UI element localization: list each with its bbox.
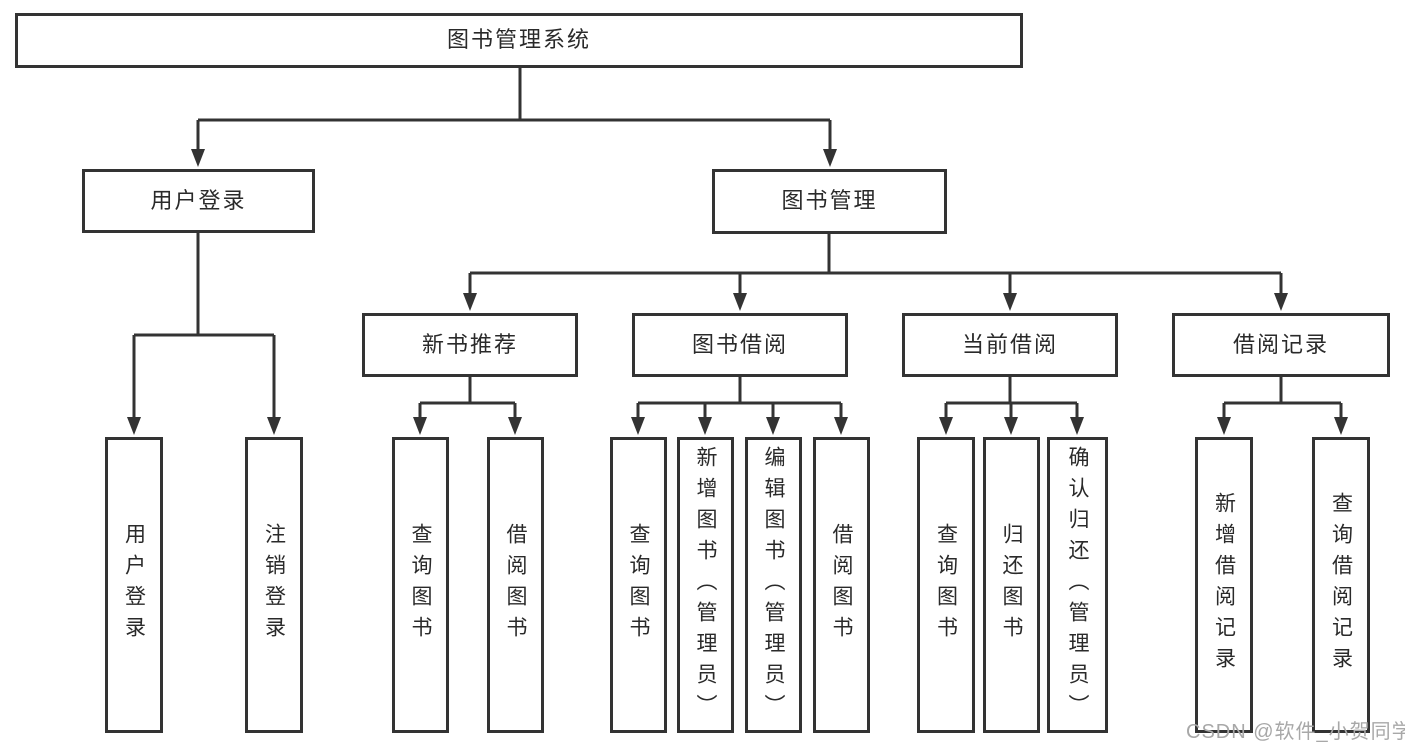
node-borrowing-records: 借阅记录	[1172, 313, 1390, 377]
leaf-confirm-return-admin: 确认归还（管理员）	[1047, 437, 1108, 733]
arrowheads	[127, 149, 1348, 435]
watermark: CSDN @软件_小贺同学	[1186, 721, 1405, 743]
leaf-query-borrow-record: 查询借阅记录	[1312, 437, 1370, 733]
leaf-borrow-books-borrowing: 借阅图书	[813, 437, 870, 733]
leaf-query-books-current: 查询图书	[917, 437, 975, 733]
node-current-borrowing: 当前借阅	[902, 313, 1118, 377]
node-new-book-recommend: 新书推荐	[362, 313, 578, 377]
leaf-user-login: 用户登录	[105, 437, 163, 733]
leaf-return-books: 归还图书	[983, 437, 1040, 733]
leaf-edit-books-admin: 编辑图书（管理员）	[745, 437, 802, 733]
node-root: 图书管理系统	[15, 13, 1023, 68]
leaf-add-borrow-record: 新增借阅记录	[1195, 437, 1253, 733]
leaf-query-books-borrowing: 查询图书	[610, 437, 667, 733]
leaf-borrow-books-recommend: 借阅图书	[487, 437, 544, 733]
node-book-management: 图书管理	[712, 169, 947, 234]
leaf-logout: 注销登录	[245, 437, 303, 733]
leaf-add-books-admin: 新增图书（管理员）	[677, 437, 734, 733]
node-user-login: 用户登录	[82, 169, 315, 233]
node-book-borrowing: 图书借阅	[632, 313, 848, 377]
leaf-query-books-recommend: 查询图书	[392, 437, 449, 733]
